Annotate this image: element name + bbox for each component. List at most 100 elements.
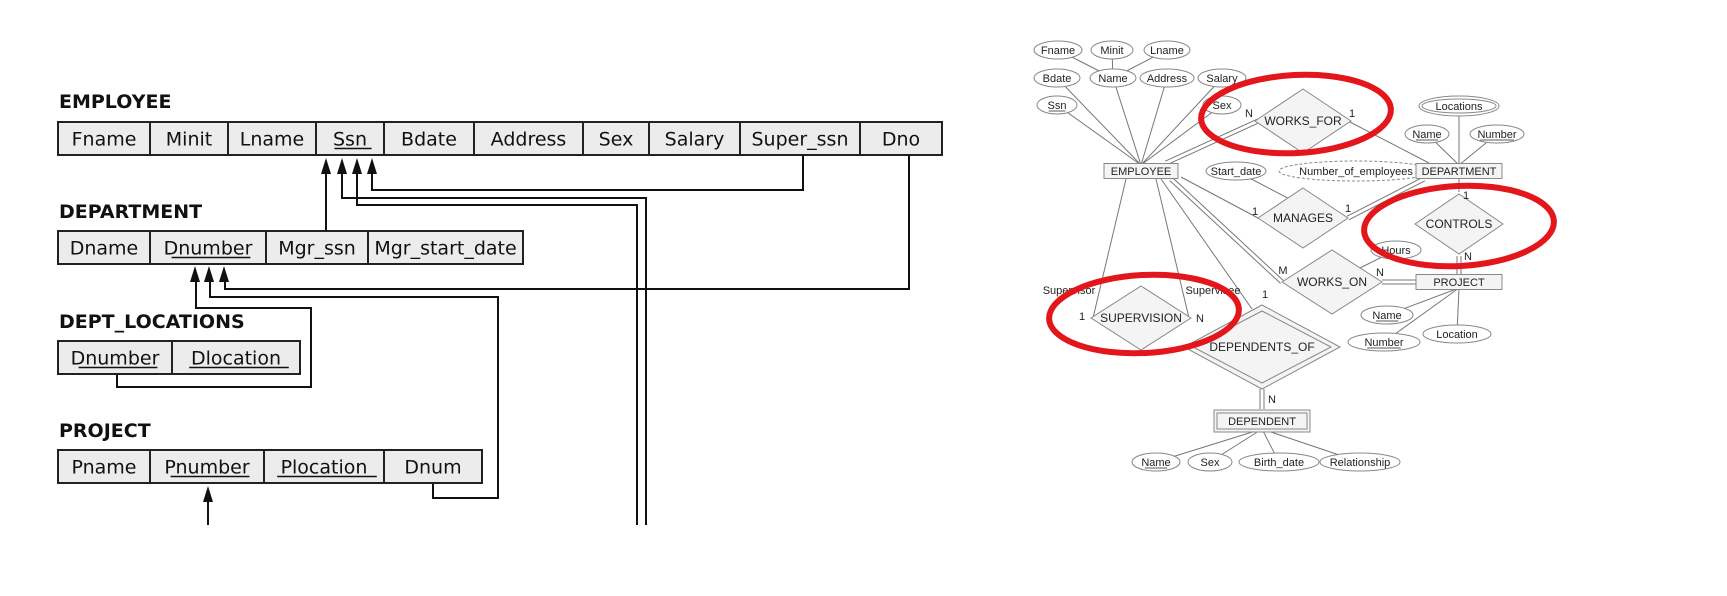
arrowhead: [352, 158, 362, 174]
attribute-oval: [1197, 68, 1247, 88]
attribute-label: Name: [1372, 310, 1401, 322]
column-cell: [57, 340, 173, 375]
relationship-dependents-of: DEPENDENTS_OF: [1182, 304, 1342, 390]
column-dnumber: Dnumber: [149, 230, 267, 265]
column-label: Super_ssn: [751, 129, 848, 151]
column-label: Ssn: [333, 129, 367, 151]
attribute-salary: Salary: [1197, 68, 1247, 88]
relationship-label: CONTROLS: [1426, 217, 1493, 231]
attribute-label: Address: [1147, 73, 1188, 85]
fk-dnum: [209, 280, 499, 499]
attribute-address: Address: [1139, 68, 1195, 88]
foreign-key-arrows: [116, 155, 910, 525]
column-cell: [171, 340, 301, 375]
attribute-proj-number: Number: [1347, 332, 1421, 352]
arrowhead: [367, 158, 377, 174]
attribute-label: Sex: [1201, 457, 1220, 469]
cardinality-label: 1: [1252, 206, 1258, 218]
attribute-oval: [1187, 452, 1233, 472]
relationship-label: WORKS_FOR: [1264, 114, 1342, 128]
attribute-dep-sex: Sex: [1187, 452, 1233, 472]
entity-department: DEPARTMENT: [1415, 163, 1503, 179]
attribute-label: Fname: [1041, 45, 1075, 57]
attribute-label: Number_of_employees: [1299, 166, 1413, 178]
column-label: Sex: [599, 129, 634, 151]
connector: [1092, 178, 1127, 319]
connector: [1112, 77, 1142, 166]
connector: [1169, 180, 1281, 284]
column-label: Plocation: [281, 457, 368, 479]
column-label: Bdate: [401, 129, 457, 151]
column-cell: [648, 121, 741, 156]
relationship-diamond: [1414, 193, 1504, 255]
arrowhead: [190, 266, 200, 282]
column-cell: [383, 449, 483, 484]
entity-label: DEPENDENT: [1228, 416, 1296, 428]
cardinality-label: N: [1245, 108, 1253, 120]
column-cell: [57, 449, 151, 484]
column-label: Address: [491, 129, 567, 151]
attribute-oval: [1090, 40, 1134, 60]
relationship-works-on: WORKS_ON: [1281, 249, 1383, 315]
attribute-label: Lname: [1150, 45, 1184, 57]
column-pname: Pname: [57, 449, 151, 484]
column-label: Dlocation: [191, 348, 281, 370]
relationship-label: MANAGES: [1273, 211, 1333, 225]
cardinality-label: N: [1464, 251, 1472, 263]
column-dlocation: Dlocation: [171, 340, 301, 375]
relationship-label: SUPERVISION: [1100, 311, 1182, 325]
column-mgr-start-date: Mgr_start_date: [367, 230, 524, 265]
connector: [1140, 77, 1223, 166]
connector: [1155, 178, 1190, 319]
attribute-label: Location: [1436, 329, 1478, 341]
column-ssn: Ssn: [315, 121, 385, 156]
column-cell: [473, 121, 584, 156]
attribute-ssn: Ssn: [1036, 95, 1078, 115]
column-label: Mgr_start_date: [374, 238, 516, 260]
column-cell: [739, 121, 861, 156]
column-mgr-ssn: Mgr_ssn: [265, 230, 369, 265]
arrowhead: [219, 266, 229, 282]
attribute-oval: [1422, 324, 1492, 344]
fk-dependent-essn: [341, 170, 647, 525]
entity-dependent: DEPENDENT: [1213, 409, 1311, 433]
entity-label: EMPLOYEE: [1111, 166, 1172, 178]
column-cell: [367, 230, 524, 265]
attribute-oval: [1036, 95, 1078, 115]
attribute-oval: [1469, 124, 1525, 144]
entity-project: PROJECT: [1415, 274, 1503, 290]
column-cell: [265, 230, 369, 265]
connector: [1346, 176, 1424, 217]
attribute-label: Minit: [1100, 45, 1123, 57]
attribute-label: Ssn: [1048, 100, 1067, 112]
cardinality-label: 1: [1079, 311, 1085, 323]
attribute-label: Relationship: [1330, 457, 1391, 469]
column-cell: [149, 230, 267, 265]
attribute-oval: [1347, 332, 1421, 352]
attribute-birth-date: Birth_date: [1238, 452, 1320, 472]
entity-box: [1415, 274, 1503, 290]
column-label: Dnumber: [164, 238, 253, 260]
column-cell: [149, 449, 265, 484]
relationship-supervision: SUPERVISION: [1090, 285, 1192, 351]
attribute-dept-name: Name: [1404, 124, 1450, 144]
attribute-dep-name: Name: [1131, 452, 1181, 472]
relation-title: EMPLOYEE: [59, 91, 171, 113]
attribute-oval: [1033, 40, 1083, 60]
column-address: Address: [473, 121, 584, 156]
cardinality-label: 1: [1262, 289, 1268, 301]
relationship-manages: MANAGES: [1257, 187, 1349, 249]
column-cell: [227, 121, 317, 156]
arrowhead: [203, 486, 213, 502]
column-label: Salary: [665, 129, 725, 151]
relationship-label: DEPENDENTS_OF: [1209, 340, 1314, 354]
connector: [1056, 104, 1142, 166]
attribute-label: Salary: [1206, 73, 1238, 85]
highlight-works-for: [1198, 71, 1394, 157]
attribute-label: Name: [1412, 129, 1441, 141]
column-label: Mgr_ssn: [278, 238, 356, 260]
